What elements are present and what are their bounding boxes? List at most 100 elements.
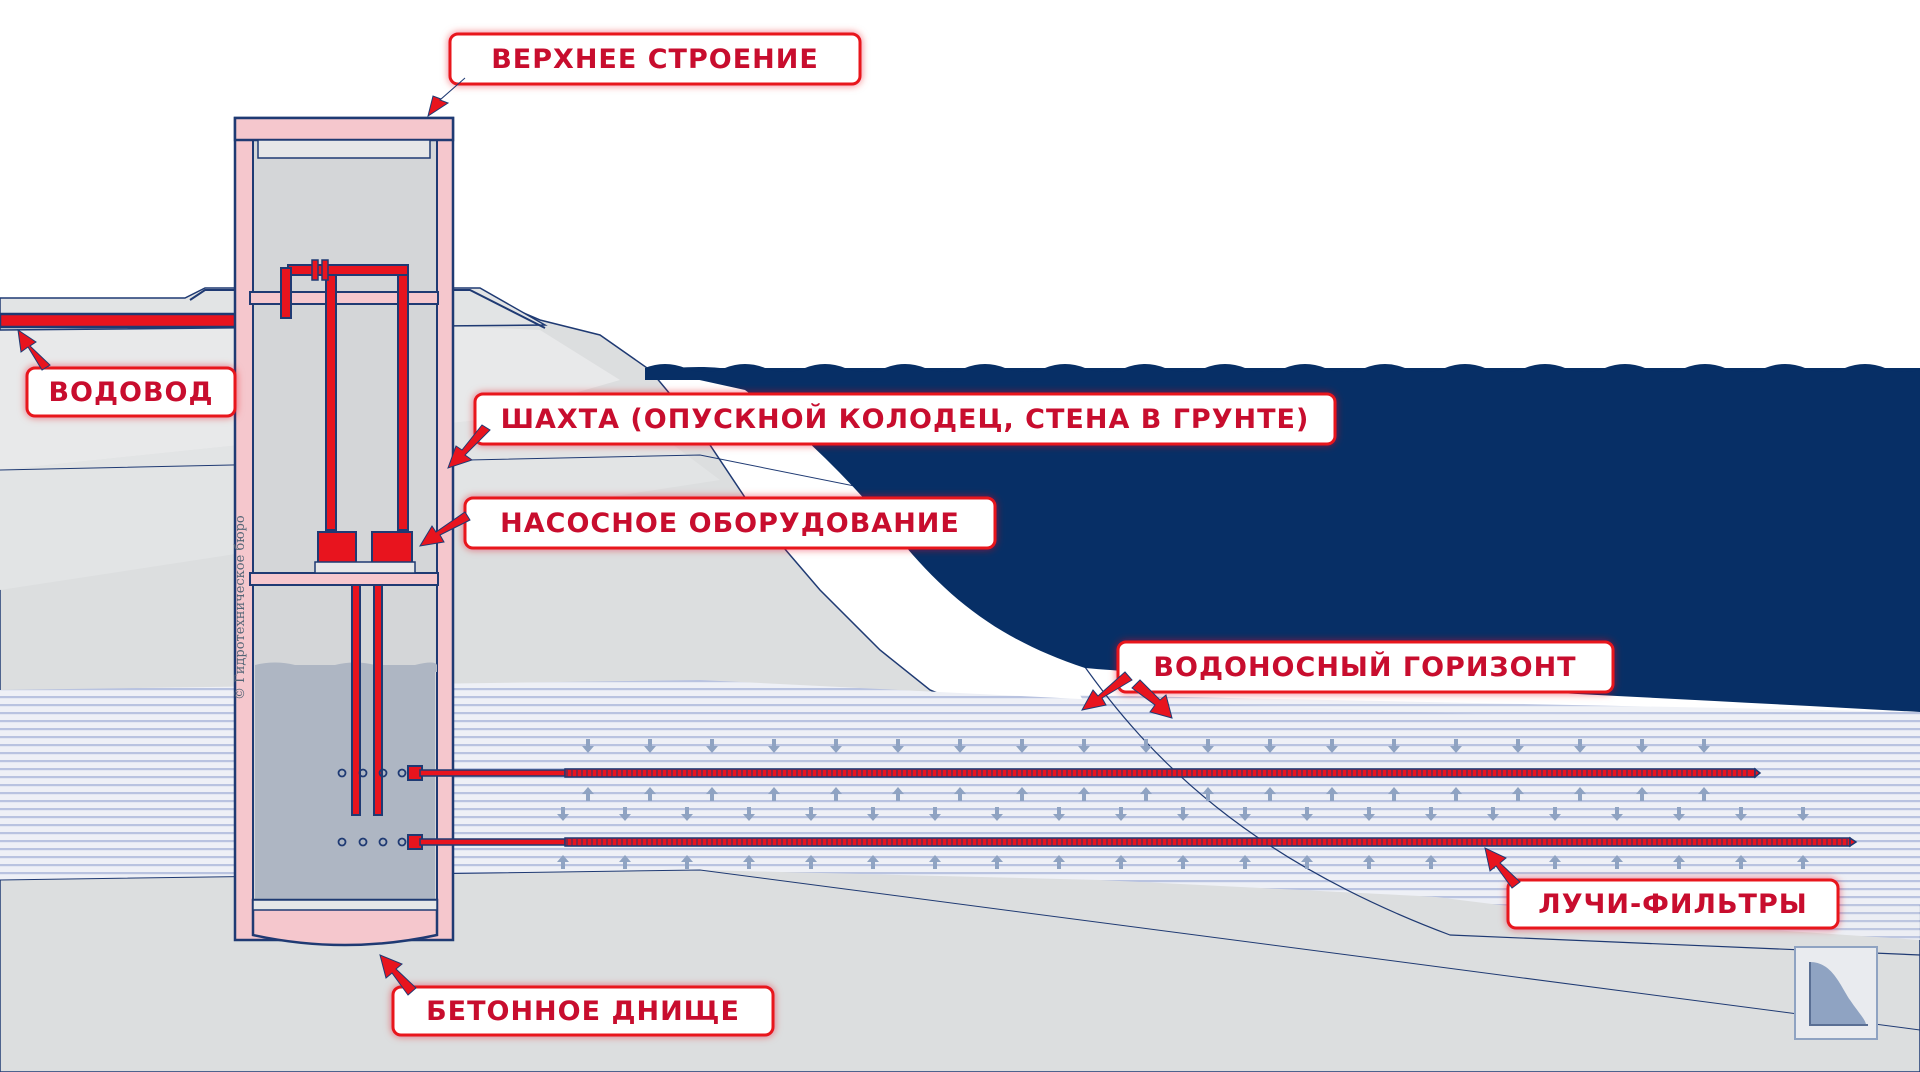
flow-arrow-up xyxy=(582,787,594,801)
arrow-water-conduit xyxy=(17,328,51,371)
label-concrete-bottom-text: БЕТОННОЕ ДНИЩЕ xyxy=(426,996,740,1027)
flow-arrow-up xyxy=(991,855,1003,869)
flow-arrow-down xyxy=(830,739,842,753)
pump-unit-1 xyxy=(317,531,357,565)
flow-arrow-up xyxy=(1388,787,1400,801)
label-water-conduit: ВОДОВОД xyxy=(25,366,237,418)
flow-arrow-up xyxy=(1053,855,1065,869)
flow-arrow-down xyxy=(1177,807,1189,821)
hydro-curve-logo-icon xyxy=(1794,946,1878,1040)
flow-arrow-down xyxy=(1363,807,1375,821)
arrow-aquifer-1 xyxy=(1081,671,1133,711)
flow-arrow-down xyxy=(929,807,941,821)
flow-arrow-up xyxy=(1512,787,1524,801)
flow-arrow-down xyxy=(1673,807,1685,821)
flow-arrow-down xyxy=(805,807,817,821)
flow-arrow-down xyxy=(1140,739,1152,753)
arrow-concrete-bottom xyxy=(379,954,417,996)
label-upper-structure: ВЕРХНЕЕ СТРОЕНИЕ xyxy=(448,32,862,86)
label-aquifer: ВОДОНОСНЫЙ ГОРИЗОНТ xyxy=(1116,640,1615,694)
flow-arrow-down xyxy=(1425,807,1437,821)
flow-arrow-down xyxy=(1264,739,1276,753)
flow-arrow-down xyxy=(1326,739,1338,753)
flow-arrow-down xyxy=(1301,807,1313,821)
flow-arrow-up xyxy=(1264,787,1276,801)
flow-arrow-down xyxy=(768,739,780,753)
arrow-shaft xyxy=(447,424,491,469)
pump-unit-2 xyxy=(371,531,413,565)
filter-ray-lower xyxy=(407,834,1858,850)
flow-arrow-up xyxy=(805,855,817,869)
arrow-filter-rays xyxy=(1484,847,1521,889)
layer-boundary-line-3 xyxy=(1079,659,1920,956)
flow-arrow-up xyxy=(743,855,755,869)
label-upper-structure-text: ВЕРХНЕЕ СТРОЕНИЕ xyxy=(491,44,819,75)
label-shaft-text: ШАХТА (ОПУСКНОЙ КОЛОДЕЦ, СТЕНА В ГРУНТЕ) xyxy=(501,403,1310,435)
reservoir-water xyxy=(645,367,1920,712)
flow-arrow-up xyxy=(1549,855,1561,869)
flow-arrow-up xyxy=(1611,855,1623,869)
credit-text: © Гидротехническое бюро xyxy=(233,515,248,700)
flow-arrow-down xyxy=(1574,739,1586,753)
flow-arrow-up xyxy=(892,787,904,801)
shaft xyxy=(233,116,455,947)
groundwater-flow-arrows xyxy=(557,739,1809,869)
flow-arrow-up xyxy=(706,787,718,801)
flow-arrow-up xyxy=(1363,855,1375,869)
flow-arrow-up xyxy=(557,855,569,869)
flow-arrow-down xyxy=(954,739,966,753)
flow-arrow-up xyxy=(681,855,693,869)
flow-arrow-down xyxy=(1636,739,1648,753)
reservoir-surface-waves xyxy=(645,364,1920,380)
flow-arrow-down xyxy=(582,739,594,753)
flow-arrow-up xyxy=(1698,787,1710,801)
arrow-upper-structure xyxy=(427,77,466,118)
flow-arrow-down xyxy=(1487,807,1499,821)
flow-arrow-down xyxy=(706,739,718,753)
flow-arrow-up xyxy=(1016,787,1028,801)
flow-arrow-up xyxy=(1326,787,1338,801)
flow-arrow-up xyxy=(1574,787,1586,801)
flow-arrow-up xyxy=(929,855,941,869)
flow-arrow-down xyxy=(1016,739,1028,753)
filter-ray-upper xyxy=(407,765,1762,781)
flow-arrow-up xyxy=(830,787,842,801)
flow-arrow-down xyxy=(1611,807,1623,821)
label-pump-equipment-text: НАСОСНОЕ ОБОРУДОВАНИЕ xyxy=(500,508,960,539)
flow-arrow-up xyxy=(1735,855,1747,869)
flow-arrow-down xyxy=(1115,807,1127,821)
layer-boundary-line-2 xyxy=(0,869,1920,1031)
label-filter-rays-text: ЛУЧИ-ФИЛЬТРЫ xyxy=(1538,889,1807,920)
flow-arrow-down xyxy=(644,739,656,753)
arrow-aquifer-2 xyxy=(1131,679,1173,719)
flow-arrow-up xyxy=(1115,855,1127,869)
flow-arrow-down xyxy=(991,807,1003,821)
flow-arrow-down xyxy=(1797,807,1809,821)
flow-arrow-up xyxy=(1140,787,1152,801)
label-concrete-bottom: БЕТОННОЕ ДНИЩЕ xyxy=(391,985,775,1037)
flow-arrow-down xyxy=(681,807,693,821)
flow-arrow-up xyxy=(1450,787,1462,801)
flow-arrow-up xyxy=(644,787,656,801)
flow-arrow-up xyxy=(1078,787,1090,801)
flow-arrow-down xyxy=(892,739,904,753)
flow-arrow-up xyxy=(1425,855,1437,869)
flow-arrow-up xyxy=(1673,855,1685,869)
flow-arrow-down xyxy=(867,807,879,821)
flow-arrow-up xyxy=(954,787,966,801)
flow-arrow-up xyxy=(1636,787,1648,801)
flow-arrow-up xyxy=(1202,787,1214,801)
flow-arrow-up xyxy=(1301,855,1313,869)
flow-arrow-down xyxy=(557,807,569,821)
flow-arrow-down xyxy=(1202,739,1214,753)
flow-arrow-up xyxy=(619,855,631,869)
flow-arrow-up xyxy=(867,855,879,869)
flow-arrow-up xyxy=(768,787,780,801)
flow-arrow-down xyxy=(1239,807,1251,821)
arrow-pump-equipment xyxy=(419,511,471,547)
flow-arrow-up xyxy=(1177,855,1189,869)
flow-arrow-down xyxy=(1388,739,1400,753)
flow-arrow-up xyxy=(1239,855,1251,869)
